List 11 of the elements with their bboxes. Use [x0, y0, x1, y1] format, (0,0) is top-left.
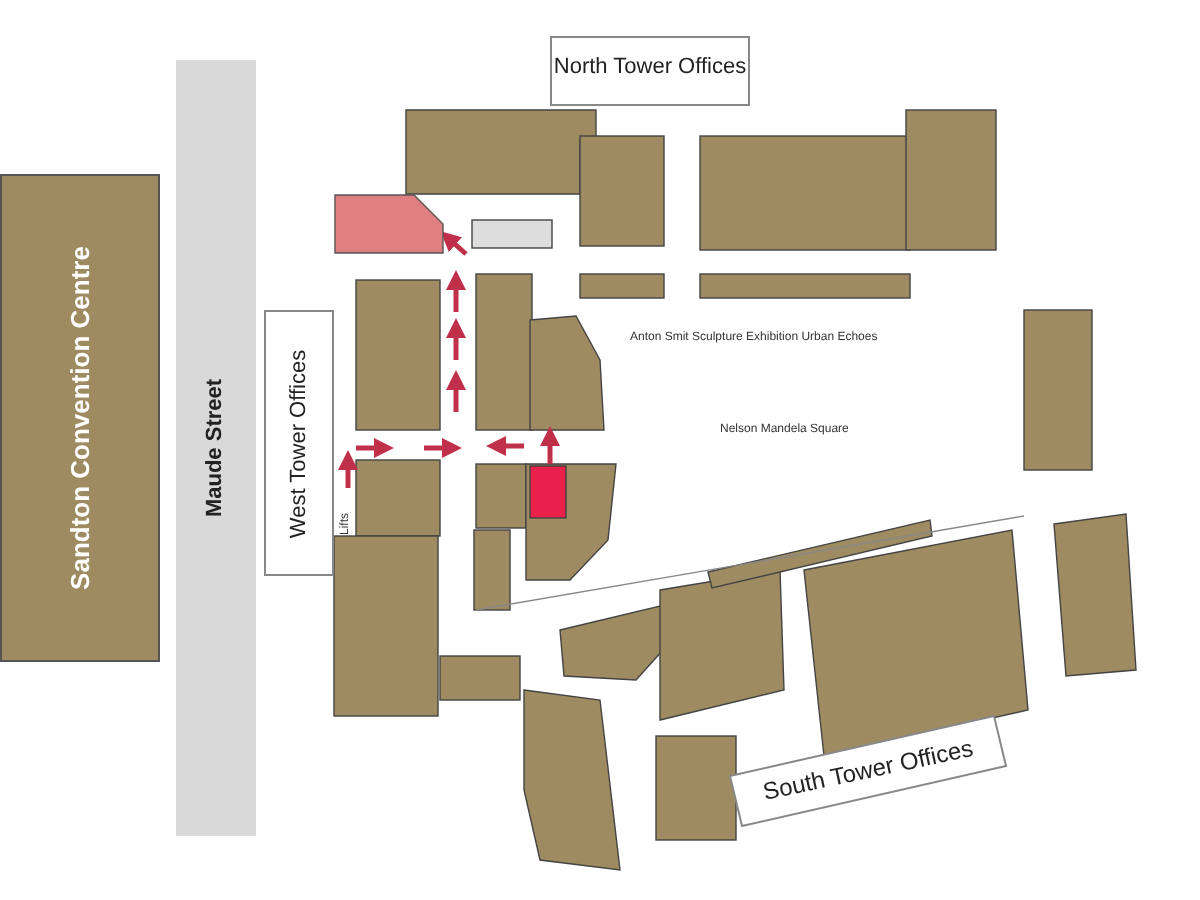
building-name: North Tower Offices — [553, 57, 747, 79]
office-block — [728, 714, 1008, 828]
street-band — [176, 60, 256, 836]
street-name: Maude Street — [205, 378, 227, 518]
building-name: South Tower Offices — [760, 736, 976, 804]
gallery-shape — [334, 194, 444, 254]
building-block — [0, 174, 160, 662]
building-name: Sandton Convention Centre — [67, 246, 93, 590]
building-name: West Tower Offices — [288, 348, 310, 538]
building-block — [550, 36, 750, 106]
building-block — [264, 310, 334, 576]
